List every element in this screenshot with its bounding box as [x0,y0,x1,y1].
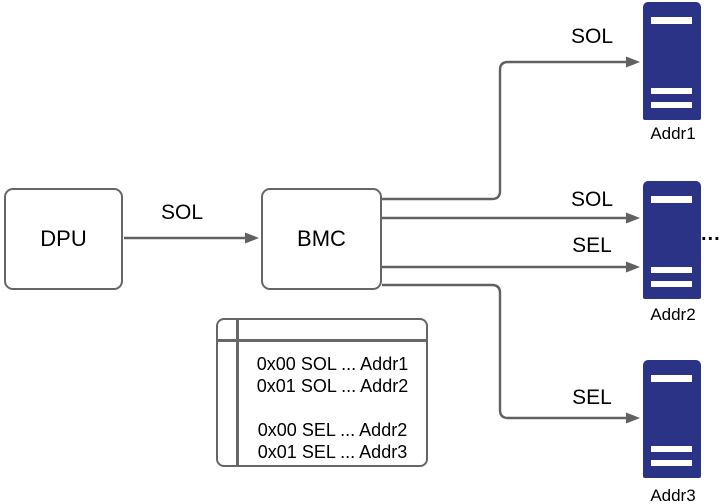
table-column-divider [236,320,239,465]
edge-label-bmc-addr3-sel: SEL [572,386,612,409]
server-icon-addr2 [643,181,701,299]
table-row: 0x00 SEL ... Addr2 [257,420,408,440]
arrowhead-bmc-addr2-sel [626,261,640,273]
server-slot-bar [651,281,692,287]
table-row: 0x01 SEL ... Addr3 [257,442,408,462]
table-header-divider [218,339,426,342]
server-slot-bar [651,102,692,108]
table-row: 0x00 SOL ... Addr1 [256,354,409,374]
server-label-addr2: Addr2 [650,305,696,324]
arrowhead-dpu-bmc [245,232,259,244]
arrowhead-bmc-addr3 [626,412,640,424]
server-slot-bar [651,196,692,203]
server-icon-addr3 [643,360,701,478]
edge-label-bmc-addr2-sol: SOL [570,188,614,211]
more-servers-ellipsis: ... [701,223,721,245]
server-slot-bar [651,446,692,452]
table-row [239,397,426,419]
server-slot-bar [651,88,692,94]
node-bmc: BMC [261,188,382,290]
arrowhead-bmc-addr2-sol [626,212,640,224]
server-slot-bar [651,267,692,273]
node-dpu-label: DPU [40,226,87,251]
sol-sel-mapping-table: 0x00 SOL ... Addr1 0x01 SOL ... Addr2 0x… [216,318,428,467]
edge-label-bmc-addr1-sol: SOL [570,25,614,48]
server-icon-addr1 [643,2,701,120]
node-bmc-label: BMC [297,226,346,251]
table-row: 0x01 SOL ... Addr2 [256,376,409,396]
node-dpu: DPU [4,188,123,290]
server-label-addr1: Addr1 [650,124,696,143]
edge-bmc-addr1 [382,60,627,201]
server-slot-bar [651,17,692,24]
server-slot-bar [651,375,692,382]
server-label-addr3: Addr3 [650,486,696,504]
arrowhead-bmc-addr1 [626,56,640,68]
edge-label-dpu-bmc-sol: SOL [160,201,204,224]
edge-label-bmc-addr2-sel: SEL [572,234,612,257]
table-content: 0x00 SOL ... Addr1 0x01 SOL ... Addr2 0x… [239,342,426,465]
server-slot-bar [651,460,692,466]
